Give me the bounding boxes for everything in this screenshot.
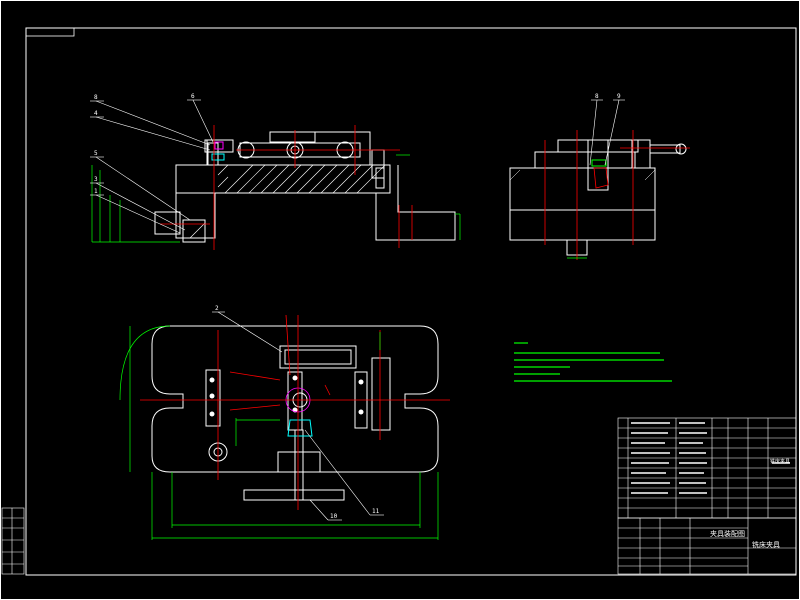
bom-part-label: 铣床夹具	[770, 458, 790, 465]
sheet-inner-frame	[25, 27, 797, 576]
balloon-label: 3	[94, 176, 98, 183]
front-view: 8 4 6 5 3 1	[90, 93, 461, 250]
sheet-corner-box	[25, 27, 75, 37]
title-block	[617, 517, 797, 575]
balloon-label: 4	[94, 110, 98, 117]
side-view: 8 9	[509, 93, 690, 260]
balloon-label: 6	[191, 93, 195, 100]
balloon-label: 10	[330, 513, 338, 520]
drawing-title: 铣床夹具	[752, 540, 780, 549]
front-view-balloons	[90, 99, 201, 196]
drawing-number: 夹具装配图	[710, 529, 745, 538]
balloon-label: 8	[94, 94, 98, 101]
balloon-label: 9	[617, 93, 621, 100]
balloon-label: 8	[595, 93, 599, 100]
bom-entries	[631, 422, 790, 494]
balloon-label: 1	[94, 188, 98, 195]
left-margin-table	[1, 507, 25, 575]
balloon-label: 11	[372, 508, 380, 515]
balloon-label: 5	[94, 150, 98, 157]
top-view: 2 10 11	[119, 305, 450, 540]
balloon-label: 2	[215, 305, 219, 312]
technical-notes	[514, 342, 672, 382]
